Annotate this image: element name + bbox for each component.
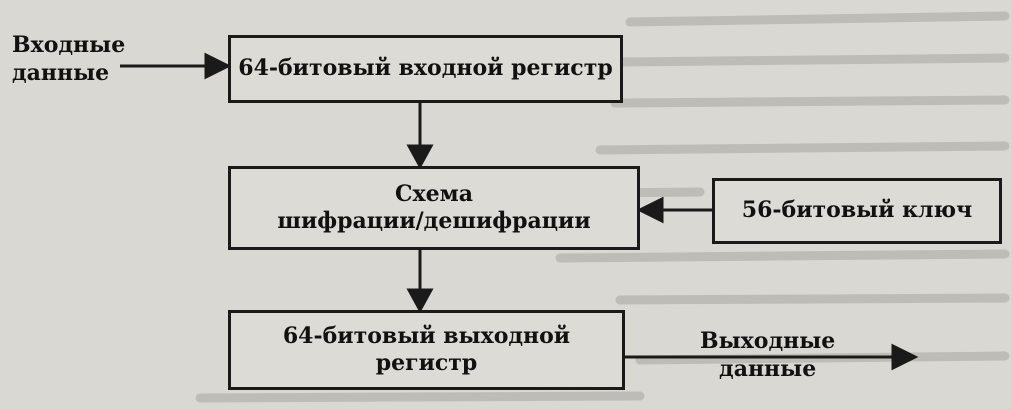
input-register-label: 64-битовый входной регистр [238, 55, 613, 82]
output-data-label: Выходные данные [700, 328, 835, 383]
key-label: 56-битовый ключ [741, 197, 973, 224]
cipher-scheme-label-line2: шифрации/дешифрации [277, 208, 591, 234]
output-data-label-line2: данные [719, 355, 817, 382]
output-data-label-line1: Выходные [700, 328, 836, 354]
input-register-box: 64-битовый входной регистр [228, 35, 623, 103]
cipher-scheme-label-line1: Схема [395, 180, 473, 207]
input-data-label-line1: Входные [12, 32, 126, 58]
input-data-label: Входные данные [12, 32, 125, 87]
cipher-scheme-box: Схема шифрации/дешифрации [228, 166, 640, 250]
key-box: 56-битовый ключ [712, 178, 1002, 244]
input-data-label-line2: данные [12, 59, 110, 86]
output-register-label: 64-битовый выходной регистр [282, 322, 571, 377]
output-register-box: 64-битовый выходной регистр [228, 310, 625, 390]
